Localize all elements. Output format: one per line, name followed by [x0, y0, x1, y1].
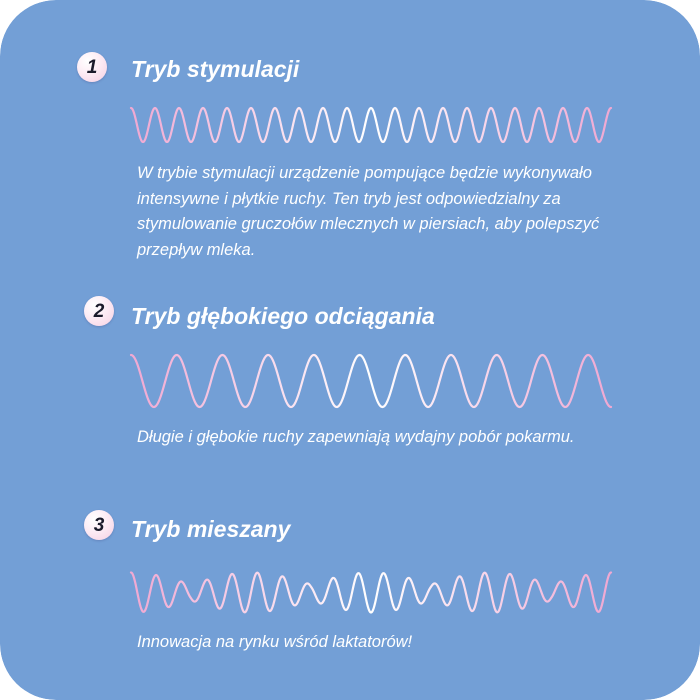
mode-description: Innowacja na rynku wśród laktatorów!: [137, 633, 413, 651]
mode-description: W trybie stymulacji urządzenie pompujące…: [137, 164, 600, 259]
mode-title: Tryb stymulacji: [131, 56, 300, 82]
mode-number: 3: [93, 514, 105, 536]
mode-description: Długie i głębokie ruchy zapewniają wydaj…: [137, 428, 575, 446]
wave-line: [129, 353, 613, 409]
mode-title: Tryb głębokiego odciągania: [131, 303, 435, 329]
short-wave-icon: [129, 106, 613, 144]
mode-number: 2: [93, 300, 105, 322]
mode-number-badge: 2: [84, 296, 114, 326]
deep-wave-icon: [129, 353, 613, 409]
mode-number-badge: 1: [77, 52, 107, 82]
wave-line: [129, 106, 613, 144]
mode-number-badge: 3: [84, 510, 114, 540]
mode-number: 1: [86, 56, 98, 78]
mode-title: Tryb mieszany: [131, 516, 291, 542]
mixed-wave-icon: [129, 571, 613, 614]
wave-line: [129, 571, 613, 614]
